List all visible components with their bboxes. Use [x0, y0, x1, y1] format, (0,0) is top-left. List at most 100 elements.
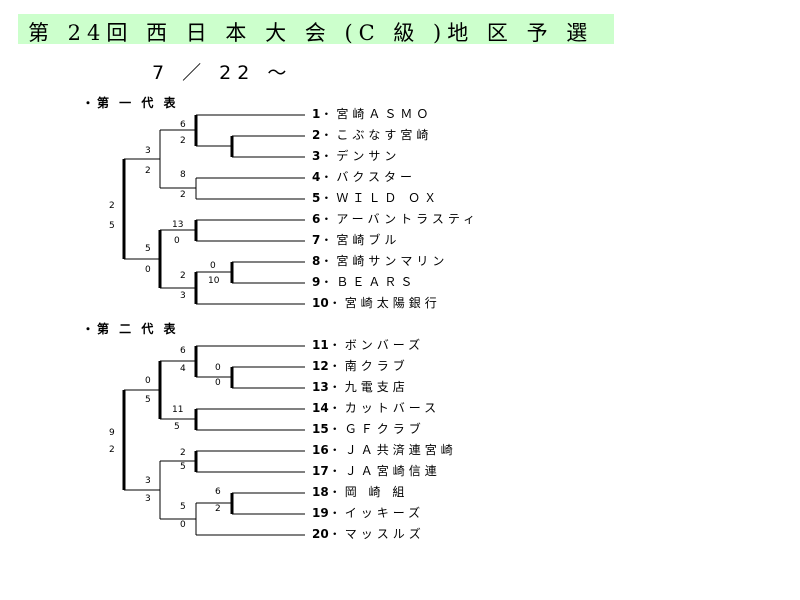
team-entry: 5・ＷＩＬＤ ＯＸ — [312, 191, 440, 205]
team-number: 1 — [312, 107, 321, 121]
match-score: 0 — [174, 236, 180, 246]
team-number: 18 — [312, 485, 329, 499]
match-score: 5 — [145, 244, 151, 254]
title-bar — [18, 14, 614, 44]
team-name: ・バクスター — [320, 170, 416, 184]
team-number: 11 — [312, 338, 329, 352]
team-entry: 14・カットバース — [312, 401, 440, 415]
team-name: ・こぶなす宮崎 — [320, 128, 433, 142]
match-score: 0 — [215, 378, 221, 388]
team-number: 6 — [312, 212, 321, 226]
team-number: 19 — [312, 506, 329, 520]
team-entry: 7・宮崎ブル — [312, 233, 400, 247]
team-name: ・岡 崎 組 — [328, 485, 409, 499]
team-entry: 2・こぶなす宮崎 — [312, 128, 432, 142]
team-number: 2 — [312, 128, 321, 142]
match-score: 3 — [180, 291, 186, 301]
team-number: 10 — [312, 296, 329, 310]
team-name: ・デンサン — [320, 149, 401, 163]
match-score: 2 — [109, 445, 115, 455]
team-entry: 10・宮崎太陽銀行 — [312, 296, 441, 310]
match-score: 3 — [145, 476, 151, 486]
team-name: ・宮崎ＡＳＭＯ — [320, 107, 433, 121]
team-name: ・マッスルズ — [328, 527, 425, 541]
match-score: 5 — [180, 502, 186, 512]
team-name: ・カットバース — [328, 401, 441, 415]
section-label-first: ・第 一 代 表 — [82, 96, 179, 110]
match-score: 2 — [145, 166, 151, 176]
match-score: 2 — [180, 448, 186, 458]
match-score: 6 — [215, 487, 221, 497]
team-name: ・宮崎太陽銀行 — [328, 296, 441, 310]
team-name: ・ボンバーズ — [328, 338, 425, 352]
match-score: 6 — [180, 120, 186, 130]
match-score: 13 — [172, 220, 184, 230]
team-name: ・ＷＩＬＤ ＯＸ — [320, 191, 441, 205]
match-score: 9 — [109, 428, 115, 438]
match-score: 0 — [145, 376, 151, 386]
team-entry: 8・宮崎サンマリン — [312, 254, 448, 268]
page-title: 第 24回 西 日 本 大 会 (C 級 )地 区 予 選 — [28, 21, 594, 45]
match-score: 0 — [215, 363, 221, 373]
team-number: 20 — [312, 527, 329, 541]
match-score: 6 — [180, 346, 186, 356]
event-date: 7 ／ 22 〜 — [152, 62, 293, 84]
match-score: 10 — [208, 276, 220, 286]
team-entry: 19・イッキーズ — [312, 506, 424, 520]
match-score: 2 — [215, 504, 221, 514]
team-entry: 4・バクスター — [312, 170, 416, 184]
team-name: ・宮崎ブル — [320, 233, 401, 247]
match-score: 4 — [180, 364, 186, 374]
match-score: 2 — [180, 271, 186, 281]
team-entry: 12・南クラブ — [312, 359, 409, 373]
team-number: 15 — [312, 422, 329, 436]
match-score: 2 — [109, 201, 115, 211]
team-entry: 15・ＧＦクラブ — [312, 422, 425, 436]
team-entry: 13・九電支店 — [312, 380, 409, 394]
team-number: 13 — [312, 380, 329, 394]
team-name: ・宮崎サンマリン — [320, 254, 449, 268]
section-label-second: ・第 二 代 表 — [82, 322, 179, 336]
match-score: 2 — [180, 136, 186, 146]
team-name: ・ＧＦクラブ — [328, 422, 425, 436]
match-score: 11 — [172, 405, 184, 415]
match-score: 8 — [180, 170, 186, 180]
team-name: ・イッキーズ — [328, 506, 425, 520]
match-score: 5 — [145, 395, 151, 405]
team-number: 14 — [312, 401, 329, 415]
team-number: 3 — [312, 149, 321, 163]
match-score: 0 — [180, 520, 186, 530]
team-entry: 16・ＪＡ共済連宮崎 — [312, 443, 457, 457]
team-entry: 9・ＢＥＡＲＳ — [312, 275, 416, 289]
team-name: ・南クラブ — [328, 359, 409, 373]
team-entry: 18・岡 崎 組 — [312, 485, 408, 499]
match-score: 0 — [145, 265, 151, 275]
team-entry: 11・ボンバーズ — [312, 338, 424, 352]
match-score: 3 — [145, 494, 151, 504]
team-number: 7 — [312, 233, 321, 247]
team-name: ・ＪＡ共済連宮崎 — [328, 443, 457, 457]
team-entry: 20・マッスルズ — [312, 527, 425, 541]
team-name: ・九電支店 — [328, 380, 409, 394]
match-score: 3 — [145, 146, 151, 156]
team-name: ・ＢＥＡＲＳ — [320, 275, 417, 289]
team-number: 9 — [312, 275, 321, 289]
team-name: ・ＪＡ宮崎信連 — [328, 464, 441, 478]
match-score: 5 — [109, 221, 115, 231]
team-entry: 6・アーバントラスティ — [312, 212, 479, 226]
team-entry: 1・宮崎ＡＳＭＯ — [312, 107, 432, 121]
match-score: 5 — [174, 422, 180, 432]
team-number: 4 — [312, 170, 321, 184]
match-score: 2 — [180, 190, 186, 200]
team-entry: 17・ＪＡ宮崎信連 — [312, 464, 441, 478]
team-number: 8 — [312, 254, 321, 268]
team-number: 5 — [312, 191, 321, 205]
team-number: 12 — [312, 359, 329, 373]
match-score: 5 — [180, 462, 186, 472]
team-entry: 3・デンサン — [312, 149, 400, 163]
team-name: ・アーバントラスティ — [320, 212, 480, 226]
team-number: 17 — [312, 464, 329, 478]
team-number: 16 — [312, 443, 329, 457]
match-score: 0 — [210, 261, 216, 271]
